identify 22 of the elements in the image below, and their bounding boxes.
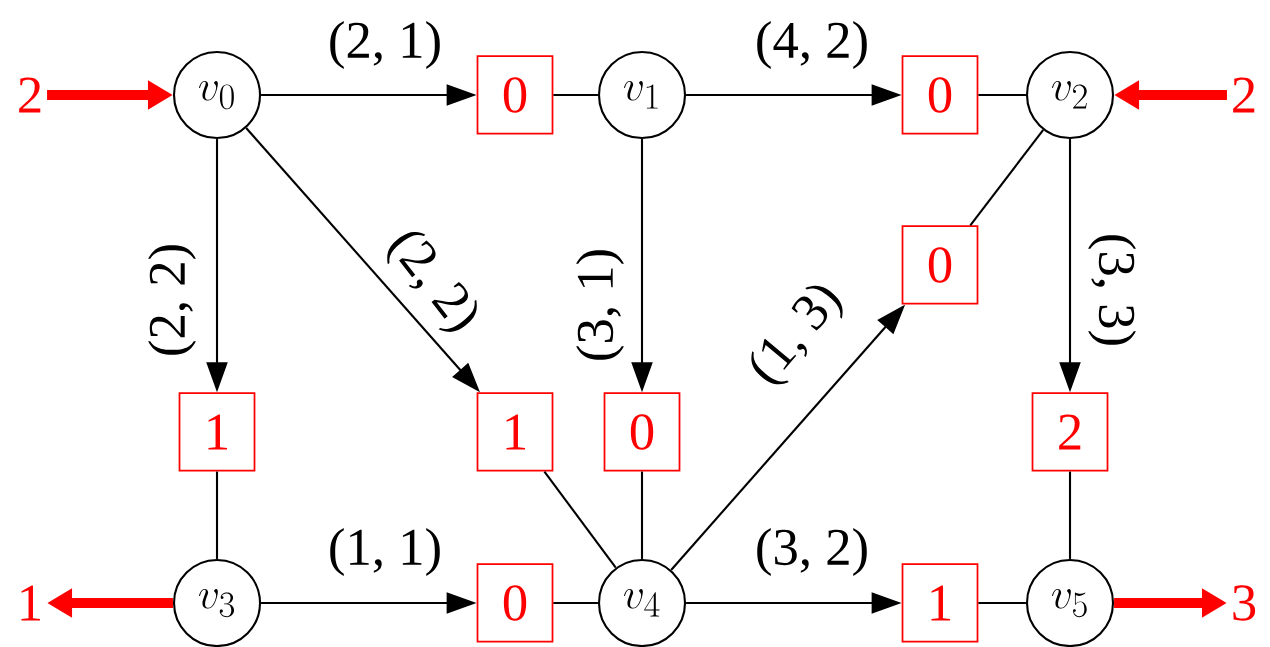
edge-label: (2, 2) bbox=[146, 241, 198, 359]
value-box: 2 bbox=[1031, 392, 1109, 472]
edge-label: (2, 1) bbox=[326, 19, 444, 71]
value-box: 0 bbox=[603, 392, 681, 472]
value-box: 0 bbox=[476, 563, 554, 643]
supply-label: 1 bbox=[21, 585, 41, 621]
value-box: 0 bbox=[901, 225, 979, 305]
edge-label: (1, 1) bbox=[326, 526, 444, 578]
edge-label: (1, 3) bbox=[739, 273, 855, 397]
value-box: 1 bbox=[901, 563, 979, 643]
supply-label: 2 bbox=[1233, 77, 1255, 113]
edge-label: (3, 2) bbox=[753, 526, 871, 578]
edge-label: (4, 2) bbox=[753, 19, 871, 71]
edge-label: (3, 3) bbox=[1086, 231, 1138, 349]
edge-label: (3, 1) bbox=[574, 246, 626, 364]
value-box: 0 bbox=[901, 55, 979, 135]
value-box: 0 bbox=[476, 55, 554, 135]
supply-label: 3 bbox=[1233, 585, 1256, 621]
value-box: 1 bbox=[476, 392, 554, 472]
value-box: 1 bbox=[178, 392, 256, 472]
edge-label: (2, 2) bbox=[375, 219, 489, 345]
supply-label: 2 bbox=[19, 77, 41, 113]
